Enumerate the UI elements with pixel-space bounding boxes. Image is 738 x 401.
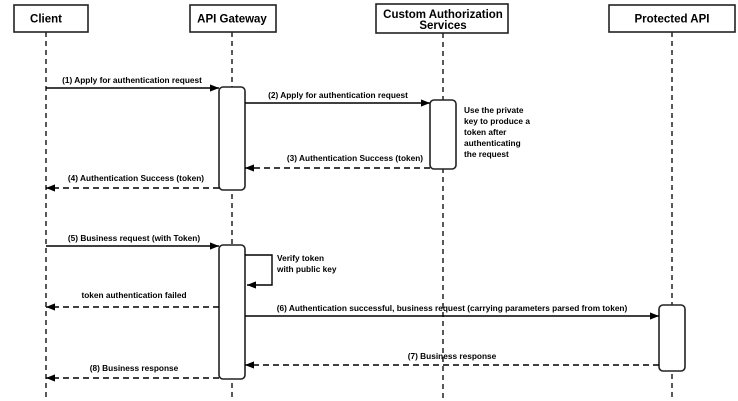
message-msg-4[interactable]: (4) Authentication Success (token) xyxy=(46,173,219,192)
activation-bar-act-protected-api[interactable] xyxy=(658,304,686,372)
activation-bar-act-gateway-auth[interactable] xyxy=(218,86,246,191)
participant-box-client[interactable] xyxy=(13,4,89,33)
note-line-2: key to produce a xyxy=(464,116,530,126)
message-label-msg-5: (5) Business request (with Token) xyxy=(68,233,200,243)
self-message-path-self-verify-token xyxy=(245,254,273,289)
activations-layer xyxy=(218,86,686,380)
message-msg-8[interactable]: (8) Business response xyxy=(46,363,219,382)
activation-bar-act-gateway-business[interactable] xyxy=(218,244,246,380)
participant-box-api-gateway[interactable] xyxy=(189,4,277,33)
message-label-msg-fail: token authentication failed xyxy=(81,290,186,300)
participant-protected-api[interactable]: Protected API xyxy=(608,4,736,33)
message-msg-3[interactable]: (3) Authentication Success (token) xyxy=(245,153,430,172)
message-msg-fail[interactable]: token authentication failed xyxy=(46,290,219,311)
participant-client[interactable]: Client xyxy=(13,4,89,33)
messages-layer: (1) Apply for authentication request (2) … xyxy=(46,75,659,382)
note-line-3: token after xyxy=(464,127,507,137)
message-label-msg-6: (6) Authentication successful, business … xyxy=(277,303,628,313)
note-line-1: Use the private xyxy=(464,105,524,115)
participant-box-protected-api[interactable] xyxy=(608,4,736,33)
message-label-msg-3: (3) Authentication Success (token) xyxy=(287,153,423,163)
self-message-label-line1: Verify token xyxy=(277,253,324,263)
self-message-label-line2: with public key xyxy=(276,264,337,274)
message-msg-7[interactable]: (7) Business response xyxy=(245,351,659,369)
message-msg-6[interactable]: (6) Authentication successful, business … xyxy=(245,303,659,320)
message-msg-2[interactable]: (2) Apply for authentication request xyxy=(245,90,430,107)
message-label-msg-8: (8) Business response xyxy=(90,363,179,373)
participant-label-custom-auth: Custom Authorization xyxy=(383,9,503,21)
lifelines-layer xyxy=(45,32,673,399)
activation-bar-act-custom-auth[interactable] xyxy=(429,99,457,170)
message-label-msg-4: (4) Authentication Success (token) xyxy=(68,173,204,183)
message-label-msg-2: (2) Apply for authentication request xyxy=(268,90,408,100)
participant-label-custom-auth-line2: Services xyxy=(419,20,466,32)
participant-label-api-gateway: API Gateway xyxy=(197,14,267,26)
participant-api-gateway[interactable]: API Gateway xyxy=(189,4,277,33)
message-msg-1[interactable]: (1) Apply for authentication request xyxy=(46,75,219,92)
note-line-5: the request xyxy=(464,149,509,159)
note-line-4: authenticating xyxy=(464,138,521,148)
message-msg-5[interactable]: (5) Business request (with Token) xyxy=(46,233,219,250)
participant-label-client: Client xyxy=(30,14,62,26)
message-label-msg-7: (7) Business response xyxy=(408,351,497,361)
message-label-msg-1: (1) Apply for authentication request xyxy=(62,75,202,85)
participants-layer: Client API Gateway Custom AuthorizationSer… xyxy=(13,3,736,34)
participant-box-custom-auth[interactable] xyxy=(375,3,509,34)
participant-label-protected-api: Protected API xyxy=(635,14,710,26)
